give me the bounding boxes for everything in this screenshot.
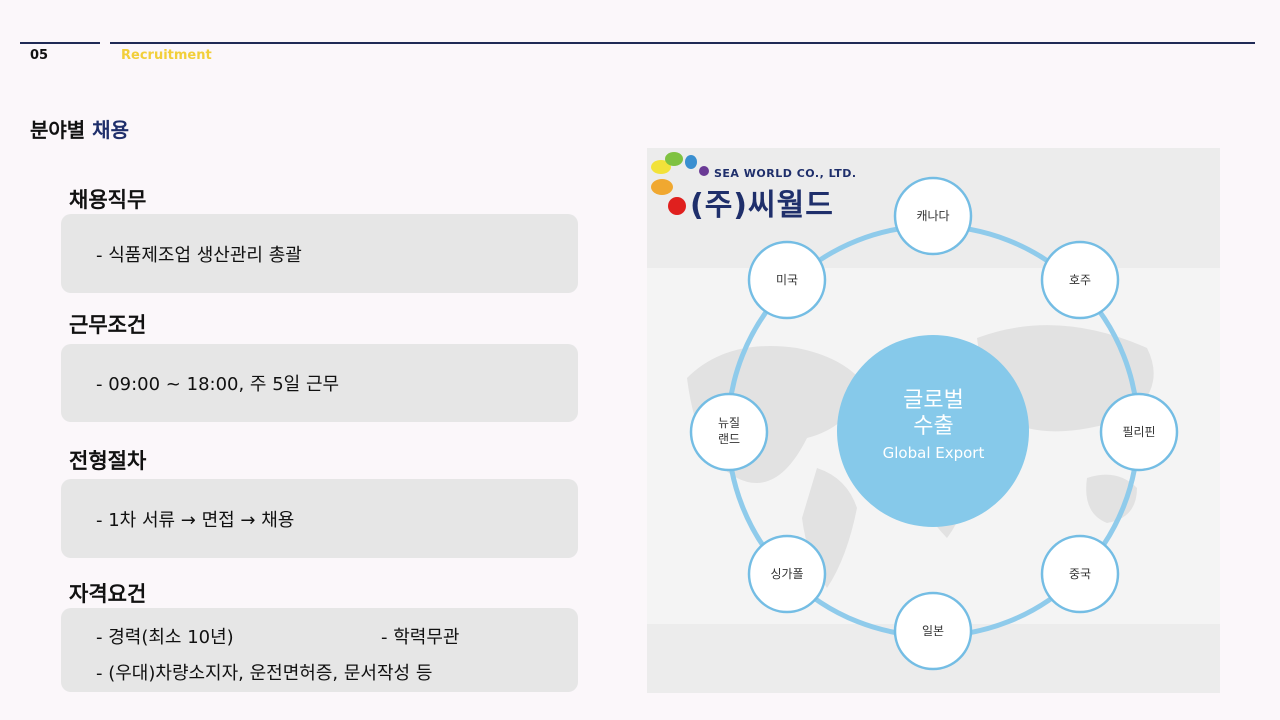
node-philippines <box>1099 392 1179 472</box>
export-diagram <box>651 152 1179 671</box>
section-job-title: 채용직무 <box>69 188 147 212</box>
center-label-en: Global Export <box>882 444 985 462</box>
header-rule-right <box>110 42 1255 44</box>
center-label: 글로벌 수출 Global Export <box>838 388 1029 462</box>
page-number: 05 <box>30 48 49 63</box>
node-label-australia: 호주 <box>1068 273 1092 287</box>
section-title: Recruitment <box>121 48 212 63</box>
global-export-panel <box>647 148 1220 693</box>
node-newzealand <box>689 392 769 472</box>
node-label-singapore: 싱가폴 <box>770 567 804 581</box>
page-heading: 분야별 채용 <box>30 114 129 143</box>
section-process-line: - 1차 서류 → 면접 → 채용 <box>96 510 295 531</box>
section-requirements-line-1: - 경력(최소 10년) <box>96 627 234 648</box>
header-rule-left <box>20 42 100 44</box>
center-label-ko-2: 수출 <box>913 414 954 439</box>
logo-dots <box>651 152 709 215</box>
heading-accent: 채용 <box>92 118 129 142</box>
node-japan <box>893 591 973 671</box>
node-label-usa: 미국 <box>775 273 799 287</box>
center-circle <box>837 335 1029 527</box>
node-label-canada: 캐나다 <box>916 209 950 223</box>
company-logo-english: SEA WORLD CO., LTD. <box>714 167 857 180</box>
section-requirements-line-2: - 학력무관 <box>381 627 460 648</box>
node-label-newzealand-1: 뉴질 <box>717 416 741 430</box>
node-singapore <box>747 534 827 614</box>
section-process-box: - 1차 서류 → 면접 → 채용 <box>61 479 578 558</box>
node-canada <box>893 176 973 256</box>
node-label-newzealand: 뉴질 랜드 <box>689 415 769 447</box>
heading-prefix: 분야별 <box>30 118 86 142</box>
node-label-china: 중국 <box>1068 567 1092 581</box>
node-china <box>1040 534 1120 614</box>
company-logo-korean: (주)씨월드 <box>690 188 834 223</box>
node-label-japan: 일본 <box>921 624 945 638</box>
node-label-philippines: 필리핀 <box>1122 425 1156 439</box>
section-job-line: - 식품제조업 생산관리 총괄 <box>96 245 302 266</box>
section-requirements-line-3: - (우대)차량소지자, 운전면허증, 문서작성 등 <box>96 663 433 684</box>
section-requirements-title: 자격요건 <box>69 582 147 606</box>
section-conditions-title: 근무조건 <box>69 313 147 337</box>
node-usa <box>747 240 827 320</box>
section-process-title: 전형절차 <box>69 449 147 473</box>
section-job-box: - 식품제조업 생산관리 총괄 <box>61 214 578 293</box>
node-australia <box>1040 240 1120 320</box>
section-conditions-line: - 09:00 ~ 18:00, 주 5일 근무 <box>96 374 340 395</box>
section-conditions-box: - 09:00 ~ 18:00, 주 5일 근무 <box>61 344 578 422</box>
center-label-ko-1: 글로벌 <box>903 388 964 413</box>
country-nodes <box>689 176 1179 671</box>
node-label-newzealand-2: 랜드 <box>717 432 741 446</box>
section-requirements-box: - 경력(최소 10년) - 학력무관 - (우대)차량소지자, 운전면허증, … <box>61 608 578 692</box>
